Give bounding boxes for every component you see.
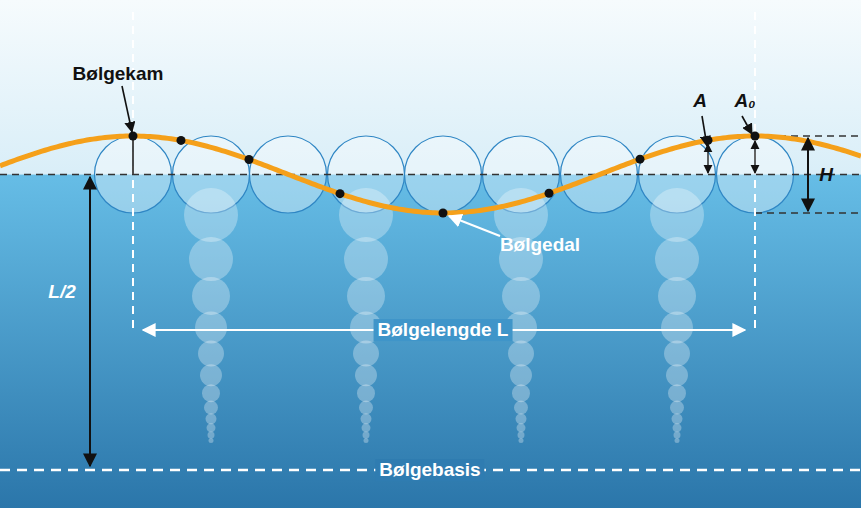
- orbit-circle: [200, 364, 222, 386]
- orbit-circle: [519, 438, 524, 443]
- wavelength-label: Bølgelengde L: [374, 319, 513, 341]
- height-label: H: [815, 164, 837, 186]
- amplitude-label: A: [689, 90, 711, 112]
- orbit-circle: [202, 384, 220, 402]
- orbit-circle: [355, 364, 377, 386]
- particle-dot: [636, 155, 645, 164]
- orbit-circle: [208, 432, 215, 439]
- height-arrow: [807, 138, 809, 211]
- orbit-circle: [508, 341, 534, 367]
- orbit-circle: [206, 413, 217, 424]
- orbit-circle: [204, 401, 218, 415]
- orbit-circle: [361, 413, 372, 424]
- orbit-circle: [650, 188, 704, 242]
- orbit-circle: [668, 384, 686, 402]
- orbit-circle: [207, 423, 216, 432]
- orbit-circle: [517, 423, 526, 432]
- amplitude-arrow: [707, 144, 708, 173]
- trough-leader: [449, 216, 500, 236]
- orbit-circle: [674, 432, 681, 439]
- orbit-circle: [514, 401, 528, 415]
- amplitude-label: A₀: [730, 90, 759, 112]
- orbit-circle: [502, 277, 540, 315]
- orbit-columns: [184, 188, 704, 443]
- orbit-circle: [675, 438, 680, 443]
- orbit-circle: [189, 237, 233, 281]
- wave-base-label: Bølgebasis: [375, 459, 484, 481]
- a0-leader: [742, 116, 752, 134]
- orbit-circle: [353, 341, 379, 367]
- half-wavelength-arrow: [89, 177, 91, 466]
- orbit-circle: [198, 341, 224, 367]
- orbit-circle: [363, 432, 370, 439]
- amplitude-arrow: [754, 141, 755, 173]
- orbit-circle: [192, 277, 230, 315]
- orbit-circle: [672, 413, 683, 424]
- particle-dot: [177, 136, 186, 145]
- orbit-circle: [516, 413, 527, 424]
- orbit-circle: [666, 364, 688, 386]
- a-leader: [702, 116, 707, 146]
- orbit-circle: [209, 438, 214, 443]
- orbit-circle: [357, 384, 375, 402]
- orbit-circle: [347, 277, 385, 315]
- orbit-circle: [670, 401, 684, 415]
- orbit-circle: [359, 401, 373, 415]
- still-water-line: [0, 174, 861, 175]
- orbit-circle: [655, 237, 699, 281]
- particle-dot: [545, 189, 554, 198]
- particle-dot: [439, 208, 448, 217]
- half-wavelength-label: L/2: [44, 281, 79, 303]
- trough-label: Bølgedal: [496, 234, 584, 256]
- wavelength-guide: [754, 12, 756, 330]
- particle-dot: [245, 155, 254, 164]
- orbit-circle: [364, 438, 369, 443]
- crest-line: [132, 138, 134, 174]
- crest-leader: [122, 86, 132, 132]
- orbit-circle: [184, 188, 238, 242]
- orbit-circle: [344, 237, 388, 281]
- orbit-circle: [518, 432, 525, 439]
- orbit-circle: [661, 312, 693, 344]
- orbit-circle: [673, 423, 682, 432]
- orbit-circle: [362, 423, 371, 432]
- orbit-circle: [658, 277, 696, 315]
- orbit-circle: [195, 312, 227, 344]
- wave-surface: [0, 136, 861, 213]
- orbit-circle: [664, 341, 690, 367]
- particle-dot: [336, 189, 345, 198]
- height-reference-line: [755, 212, 861, 213]
- orbit-circle: [512, 384, 530, 402]
- particle-dots: [129, 132, 760, 218]
- crest-label: Bølgekam: [69, 63, 168, 85]
- wavelength-guide: [132, 12, 134, 330]
- water: [0, 175, 861, 508]
- orbit-circle: [510, 364, 532, 386]
